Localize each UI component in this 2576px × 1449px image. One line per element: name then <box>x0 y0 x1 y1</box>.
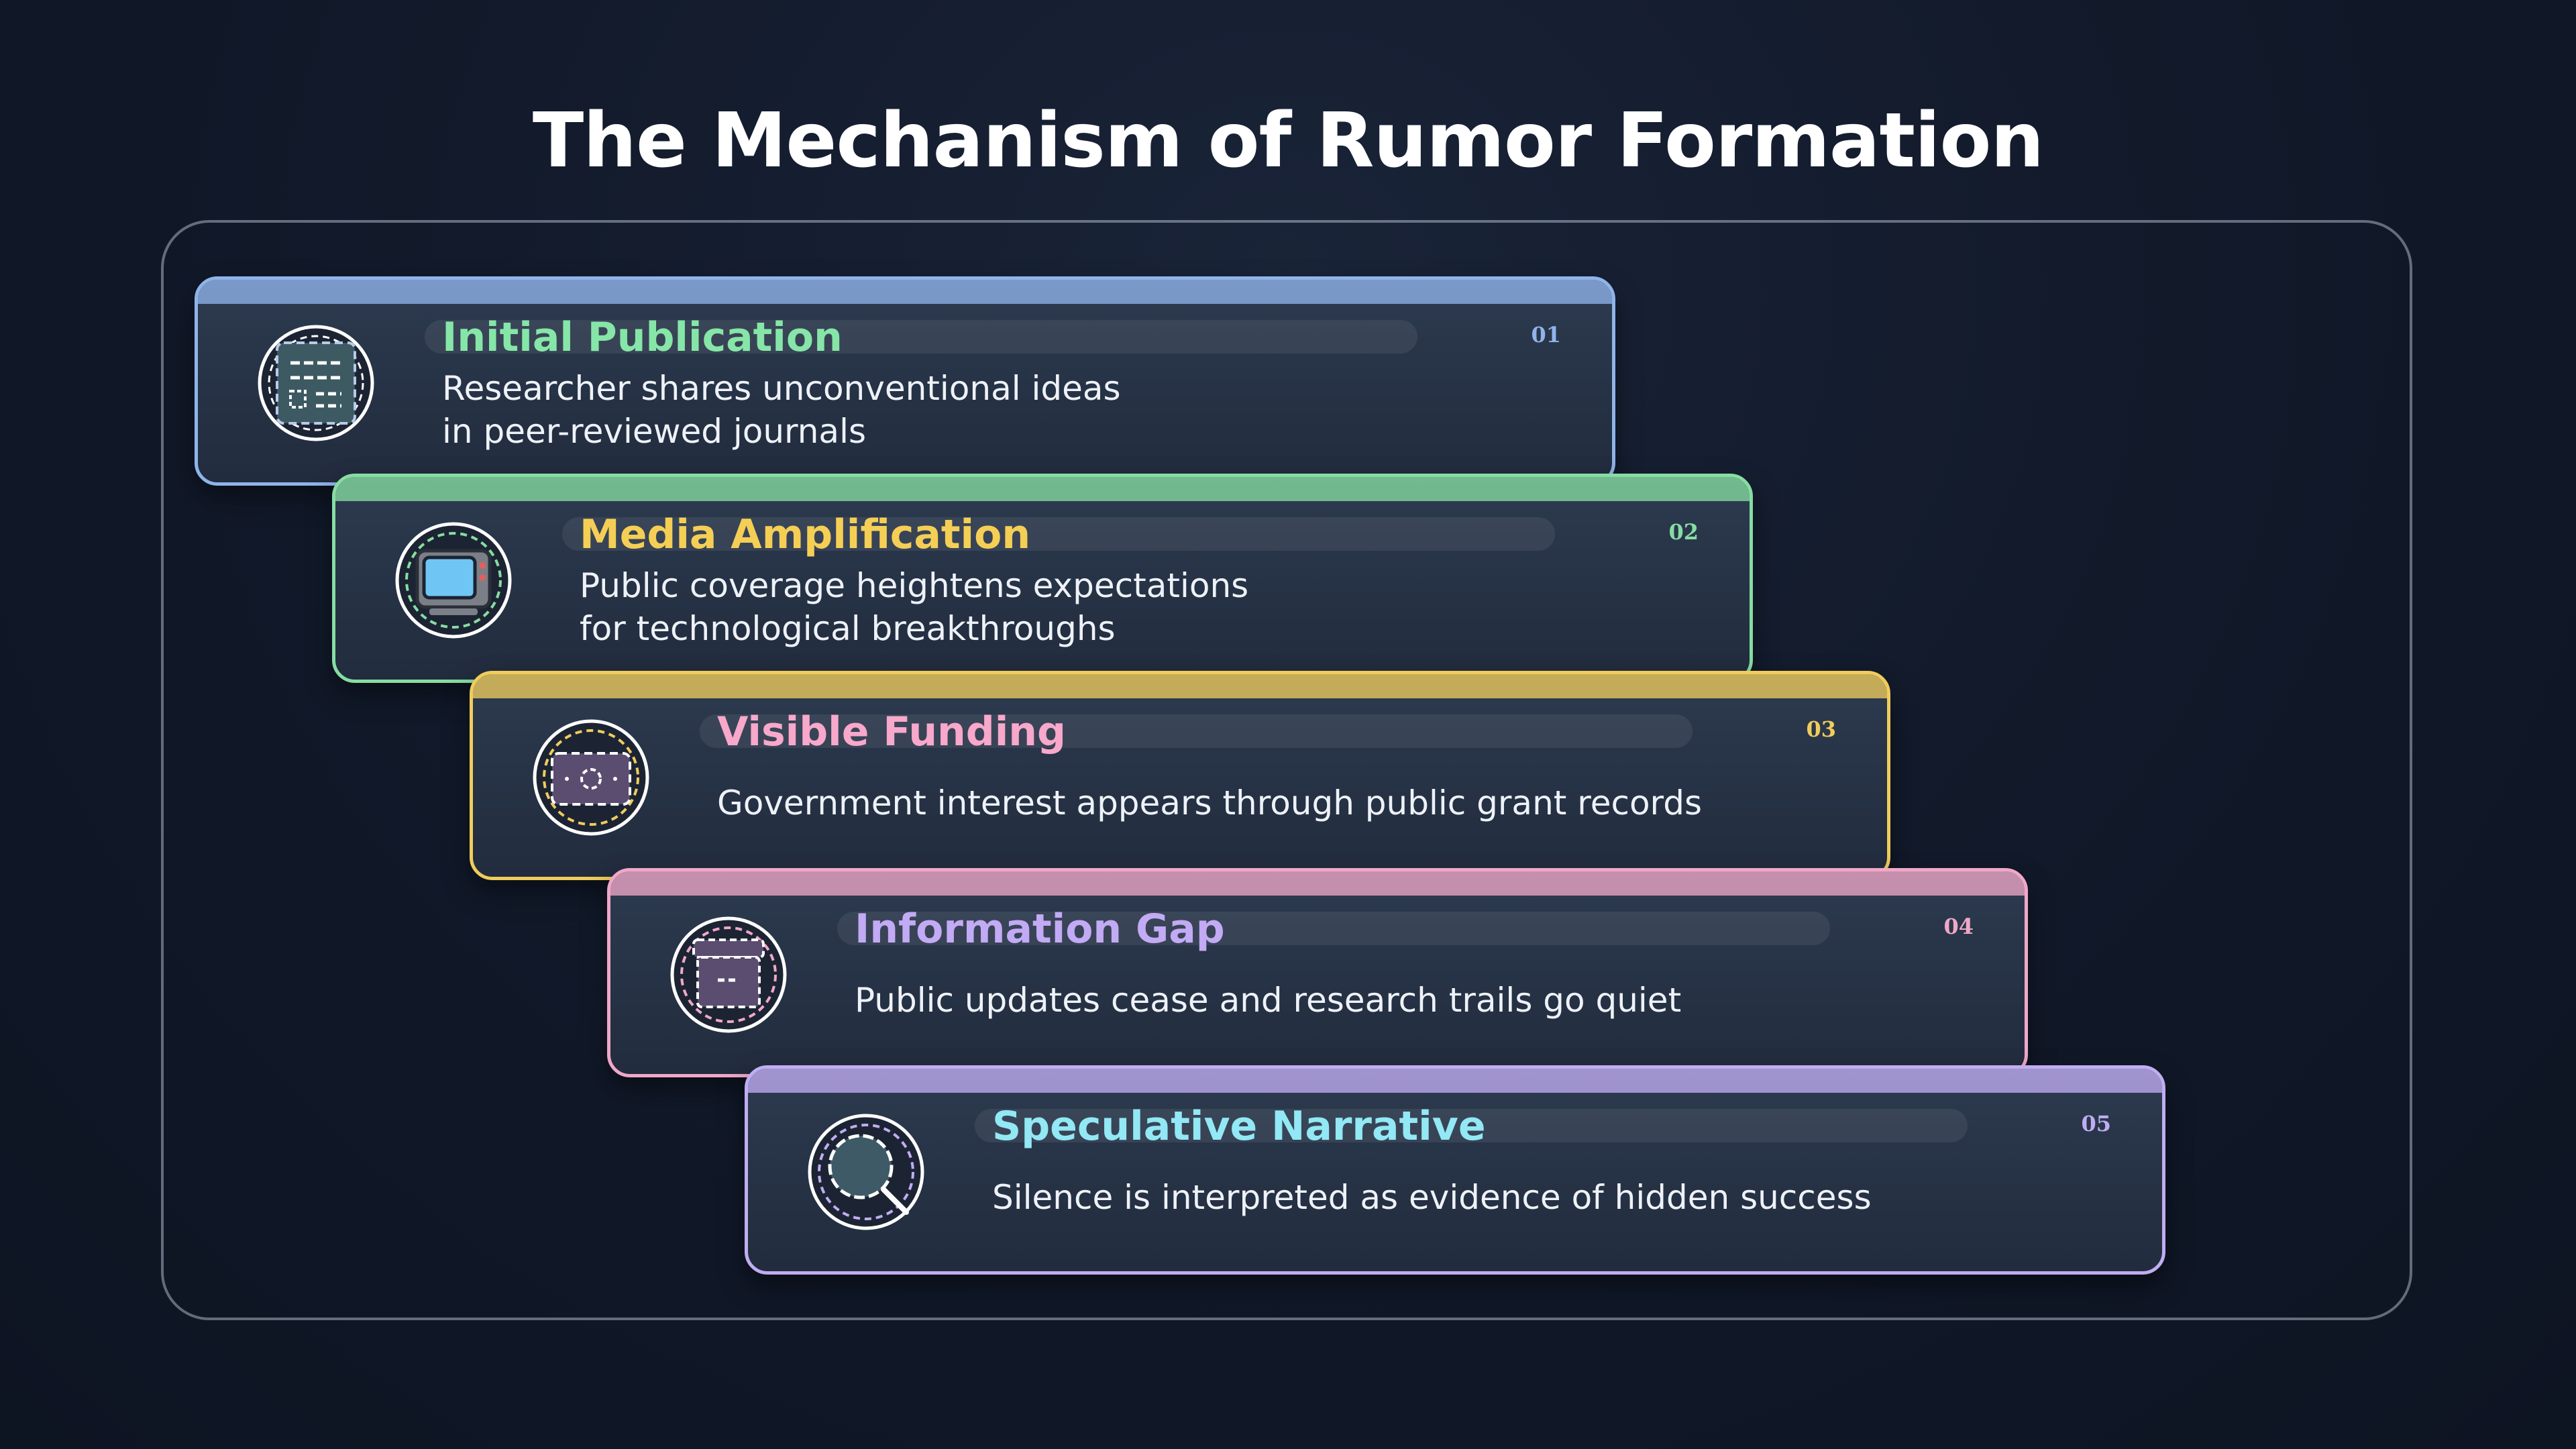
description-line: for technological breakthroughs <box>580 609 1116 648</box>
document-icon <box>257 324 375 442</box>
description-line: Researcher shares unconventional ideas <box>442 369 1121 408</box>
description-line: Government interest appears through publ… <box>717 784 1703 822</box>
step-number: 05 <box>2081 1111 2111 1136</box>
step-number: 04 <box>1943 914 1974 939</box>
step-card-information-gap: Information Gap 04 Public updates cease … <box>607 868 2028 1077</box>
description-line: Public coverage heightens expectations <box>580 566 1249 605</box>
card-header-band <box>198 280 1612 304</box>
diagram-frame <box>161 220 2412 1320</box>
step-title: Speculative Narrative <box>992 1103 1486 1150</box>
step-description: Public coverage heightens expectations f… <box>580 564 1653 650</box>
title-highlight-bar <box>975 1109 1968 1142</box>
description-line: Silence is interpreted as evidence of hi… <box>992 1178 1872 1217</box>
step-number: 02 <box>1668 519 1699 545</box>
step-card-initial-publication: Initial Publication 01 Researcher shares… <box>195 276 1615 486</box>
description-line: Public updates cease and research trails… <box>855 981 1682 1020</box>
step-title: Information Gap <box>855 906 1225 953</box>
magnifier-icon <box>807 1113 925 1231</box>
description-line: in peer-reviewed journals <box>442 412 867 451</box>
step-card-visible-funding: Visible Funding 03 Government interest a… <box>470 671 1890 880</box>
step-description: Government interest appears through publ… <box>717 782 1790 824</box>
step-title: Media Amplification <box>580 511 1031 558</box>
step-description: Researcher shares unconventional ideas i… <box>442 367 1515 453</box>
card-header-band <box>748 1069 2162 1093</box>
step-number: 03 <box>1806 716 1836 742</box>
title-highlight-bar <box>562 517 1555 551</box>
page-title: The Mechanism of Rumor Formation <box>532 97 2044 184</box>
tv-icon <box>394 521 513 639</box>
title-highlight-bar <box>700 714 1693 748</box>
step-card-media-amplification: Media Amplification 02 Public coverage h… <box>332 474 1753 683</box>
card-header-band <box>473 674 1887 698</box>
step-description: Public updates cease and research trails… <box>855 979 1928 1022</box>
step-card-speculative-narrative: Speculative Narrative 05 Silence is inte… <box>745 1065 2165 1275</box>
step-title: Initial Publication <box>442 314 843 361</box>
title-highlight-bar <box>837 912 1830 945</box>
money-icon <box>532 718 650 837</box>
card-header-band <box>610 871 2025 896</box>
step-number: 01 <box>1531 322 1561 347</box>
title-highlight-bar <box>425 320 1417 354</box>
card-header-band <box>335 477 1750 501</box>
step-title: Visible Funding <box>717 708 1066 755</box>
step-description: Silence is interpreted as evidence of hi… <box>992 1176 2065 1219</box>
archive-box-icon <box>669 916 788 1034</box>
